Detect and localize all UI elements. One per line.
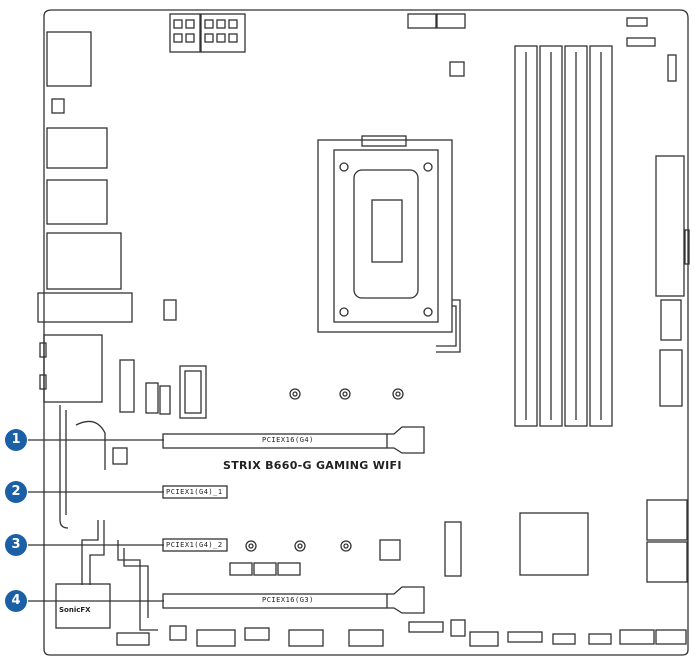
slot-label-3: PCIEX1(G4)_2	[166, 541, 223, 549]
slot-label-4: PCIEX16(G3)	[262, 596, 314, 604]
cpu-power-connector	[169, 13, 201, 53]
audio-chip-label: SonicFX	[59, 606, 91, 614]
fan-header	[407, 13, 437, 29]
callout-1: 1	[5, 429, 27, 451]
pcie-slot-1	[162, 433, 388, 449]
callout-4: 4	[5, 590, 27, 612]
cpu-power-connector	[200, 13, 246, 53]
slot-label-1: PCIEX16(G4)	[262, 436, 314, 444]
cpu-socket	[317, 139, 453, 333]
chipset	[519, 512, 589, 576]
front-panel-header	[116, 632, 150, 646]
rear-io-block	[46, 232, 122, 290]
audio-chip	[55, 583, 111, 629]
fan-header	[436, 13, 466, 29]
rear-io-block	[46, 31, 92, 87]
board-model-label: STRIX B660-G GAMING WIFI	[223, 459, 402, 472]
dimm-slot	[539, 45, 563, 427]
callout-3: 3	[5, 534, 27, 556]
rear-io-block	[37, 292, 133, 323]
cpu-die	[371, 199, 403, 263]
dimm-slot	[589, 45, 613, 427]
rear-io-block	[46, 179, 108, 225]
rear-io-block	[51, 98, 65, 114]
dimm-slot	[514, 45, 538, 427]
board-outline	[43, 9, 689, 656]
atx-24pin-connector	[655, 155, 685, 297]
m2-slot-2	[444, 521, 462, 577]
dimm-slot	[564, 45, 588, 427]
m2-slot	[179, 365, 207, 419]
callout-2: 2	[5, 481, 27, 503]
slot-label-2: PCIEX1(G4)_1	[166, 488, 223, 496]
rear-io-block	[43, 334, 103, 403]
rear-io-block	[46, 127, 108, 169]
